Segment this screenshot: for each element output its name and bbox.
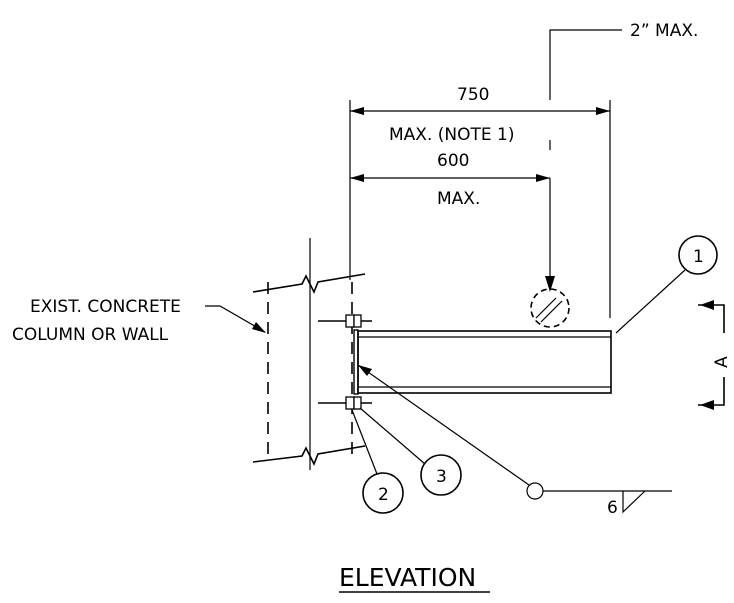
callout-1-number: 1 [693, 247, 704, 267]
dim-750-value: 750 [457, 85, 489, 105]
callout-3-leader [359, 407, 426, 465]
existing-leader [205, 305, 266, 333]
dim-750-note: MAX. (NOTE 1) [389, 125, 514, 145]
existing-label-line2: COLUMN OR WALL [12, 325, 169, 345]
section-mark-top [698, 304, 725, 333]
section-arrow-bottom [700, 400, 714, 410]
weld-all-around-circle [526, 482, 544, 500]
pipe-outline [530, 288, 570, 328]
callout-3-bubble [420, 454, 462, 496]
weld-leader [357, 364, 530, 486]
pipe-hatch-2 [540, 300, 563, 323]
existing-leader-arrow [252, 322, 266, 333]
nut-bottom-left [345, 396, 355, 410]
existing-label-line1: EXIST. CONCRETE [30, 297, 181, 317]
section-arrow-top [700, 300, 714, 310]
fillet-weld-symbol [622, 490, 646, 514]
dim-600-arrow-left [350, 174, 364, 182]
dim-750-arrow-right [596, 107, 610, 115]
nut-top-left [345, 314, 355, 328]
callout-2-leader [351, 409, 378, 475]
top-break-line [252, 273, 366, 294]
dim-600-arrow-right [536, 174, 550, 182]
weld-size: 6 [607, 498, 618, 518]
callout-2-number: 2 [378, 485, 389, 505]
section-letter: A [712, 356, 732, 368]
dim-600-value: 600 [437, 151, 469, 171]
bracket-beam [357, 330, 612, 394]
callout-3-number: 3 [436, 467, 447, 487]
bottom-break-line [252, 445, 366, 466]
weld-leader-arrow [358, 365, 372, 376]
view-title: ELEVATION [339, 563, 476, 592]
dim-750-arrow-left [350, 107, 364, 115]
top-leader-line [549, 29, 622, 100]
callout-2-bubble [362, 472, 404, 514]
section-mark-bottom [698, 377, 725, 406]
dim-600-note: MAX. [437, 189, 480, 209]
pipe-hatch-1 [535, 297, 557, 319]
callout-1-leader [615, 269, 686, 334]
nut-top-right [353, 314, 362, 328]
top-max-label: 2” MAX. [630, 21, 698, 41]
load-arrow-head [545, 276, 555, 292]
callout-1-bubble [678, 235, 718, 275]
nut-bottom-right [353, 396, 362, 410]
